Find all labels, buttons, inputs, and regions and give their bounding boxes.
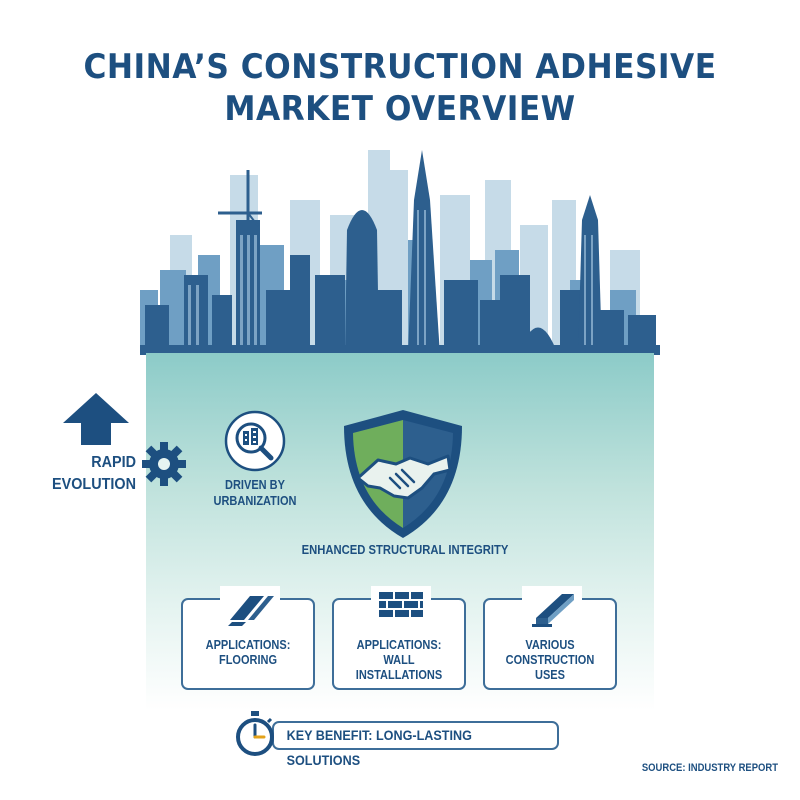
card-various-line-2: CONSTRUCTION <box>505 653 595 667</box>
card-wall-line-2: WALL INSTALLATIONS <box>355 653 443 682</box>
rapid-evolution-line-1: RAPID <box>91 454 136 471</box>
card-wall-line-1: APPLICATIONS: <box>356 638 442 652</box>
rapid-evolution-label: RAPID EVOLUTION <box>46 452 136 496</box>
magnifier-buildings-icon <box>224 410 286 472</box>
brick-wall-icon <box>371 586 431 628</box>
card-various-line-3: USES <box>535 668 565 682</box>
card-various-line-1: VARIOUS <box>525 638 575 652</box>
title-line-2: MARKET OVERVIEW <box>224 89 576 129</box>
urbanization-label: DRIVEN BY URBANIZATION <box>202 477 308 509</box>
card-various-uses-text: VARIOUS CONSTRUCTION USES <box>493 638 607 683</box>
floor-tiles-icon <box>220 586 280 628</box>
urbanization-line-1: DRIVEN BY <box>225 478 285 492</box>
stopwatch-icon <box>236 711 274 756</box>
card-wall-installations: APPLICATIONS: WALL INSTALLATIONS <box>332 586 466 690</box>
steel-beam-icon <box>522 586 582 628</box>
title-line-1: CHINA’S CONSTRUCTION ADHESIVE <box>83 47 717 87</box>
rapid-evolution-line-2: EVOLUTION <box>51 476 136 493</box>
card-flooring-text: APPLICATIONS: FLOORING <box>191 638 305 668</box>
card-flooring-line-2: FLOORING <box>218 653 278 667</box>
key-benefit-label: KEY BENEFIT: LONG-LASTING SOLUTIONS <box>286 727 472 768</box>
card-flooring-line-1: APPLICATIONS: <box>205 638 291 652</box>
structural-integrity-label: ENHANCED STRUCTURAL INTEGRITY <box>301 543 509 557</box>
card-various-uses: VARIOUS CONSTRUCTION USES <box>483 586 617 690</box>
source-note: SOURCE: INDUSTRY REPORT <box>641 762 778 774</box>
page-title: CHINA’S CONSTRUCTION ADHESIVE MARKET OVE… <box>32 46 768 130</box>
urbanization-line-2: URBANIZATION <box>213 494 297 508</box>
card-flooring: APPLICATIONS: FLOORING <box>181 586 315 690</box>
arrow-up-icon <box>63 393 129 445</box>
city-skyline-illustration <box>140 150 660 355</box>
card-wall-installations-text: APPLICATIONS: WALL INSTALLATIONS <box>342 638 456 683</box>
handshake-shield-icon <box>344 410 462 538</box>
key-benefit-box: KEY BENEFIT: LONG-LASTING SOLUTIONS <box>272 721 559 768</box>
gear-icon <box>142 442 186 486</box>
